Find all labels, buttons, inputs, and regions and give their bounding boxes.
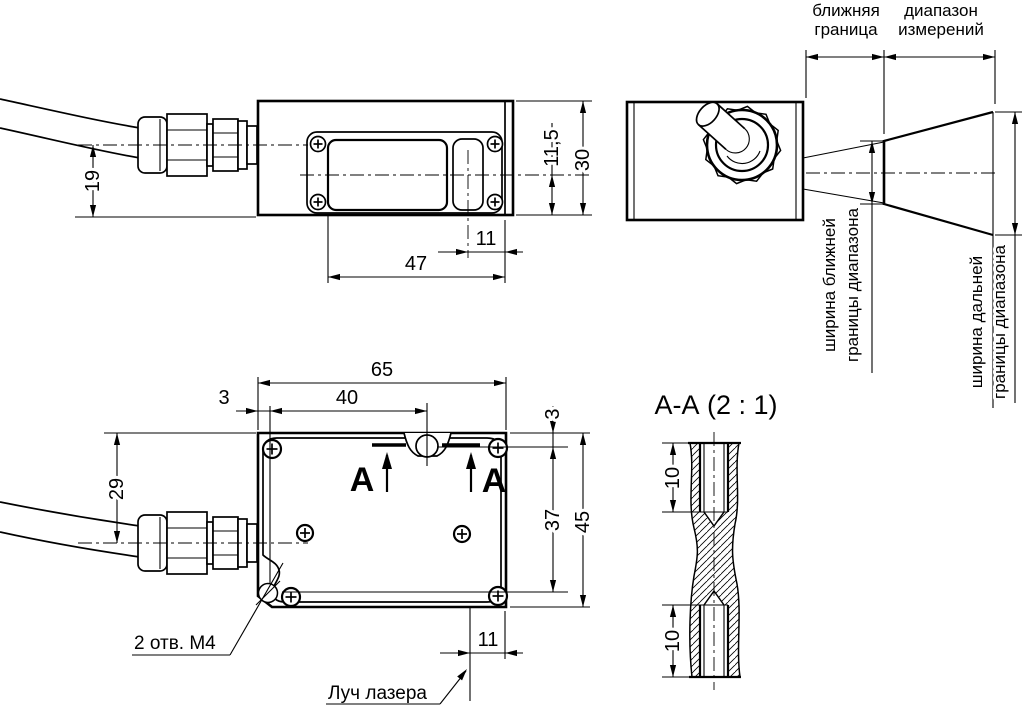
sensor-body-top bbox=[256, 431, 508, 609]
section-letter-right: А bbox=[482, 462, 507, 500]
laser-note-text: Луч лазера bbox=[328, 683, 427, 704]
label-near-width-1: ширина ближней bbox=[820, 218, 839, 352]
dim-10-bottom: 10 bbox=[659, 604, 700, 678]
dim-text-47: 47 bbox=[405, 253, 427, 275]
dim-text-19: 19 bbox=[82, 170, 104, 192]
dim-30: 30 bbox=[516, 100, 597, 216]
dim-19: 19 bbox=[75, 145, 256, 218]
dim-3-top-and-37: 3 37 bbox=[282, 405, 568, 593]
dim-text-3-top: 3 bbox=[542, 408, 564, 419]
section-view: А-А (2 : 1) bbox=[654, 390, 778, 690]
dim-text-45: 45 bbox=[572, 511, 594, 533]
dim-text-65: 65 bbox=[371, 359, 393, 381]
range-view: ближняя граница диапазон измерений ширин… bbox=[625, 1, 1022, 408]
dim-text-10-bottom: 10 bbox=[662, 630, 684, 652]
dim-text-40: 40 bbox=[336, 387, 358, 409]
cable-stub bbox=[695, 101, 750, 154]
dim-text-10-top: 10 bbox=[662, 467, 684, 489]
side-view: 19 11,5 30 47 bbox=[0, 98, 597, 283]
dim-near-width: ширина ближней границы диапазона bbox=[820, 140, 884, 373]
dim-text-30: 30 bbox=[572, 149, 594, 171]
label-near-boundary-2: граница bbox=[814, 20, 878, 39]
label-far-width-1: ширина дальней bbox=[967, 256, 986, 388]
label-far-width-2: границы диапазона bbox=[990, 245, 1009, 399]
holes-note-text: 2 отв. М4 bbox=[134, 633, 216, 654]
plate-screws bbox=[309, 135, 504, 211]
dim-29: 29 bbox=[103, 432, 256, 543]
section-letter-left: А bbox=[350, 461, 375, 499]
section-cut-marks: А А bbox=[350, 443, 507, 500]
dim-11-5: 11,5 bbox=[538, 123, 566, 215]
dim-65: 65 bbox=[257, 359, 507, 430]
dim-text-29: 29 bbox=[106, 478, 128, 500]
top-view: А А 65 3 40 29 bbox=[0, 359, 597, 705]
label-range-2: измерений bbox=[898, 20, 984, 39]
dim-far-width: ширина дальней границы диапазона bbox=[964, 111, 1022, 408]
laser-beam: 11 Луч лазера bbox=[326, 607, 523, 705]
label-range-1: диапазон bbox=[904, 1, 978, 20]
dim-text-11-side: 11 bbox=[476, 228, 497, 250]
dim-text-37: 37 bbox=[542, 509, 564, 531]
dim-45: 45 bbox=[510, 432, 597, 608]
label-near-boundary-1: ближняя bbox=[812, 1, 880, 20]
dim-10-top: 10 bbox=[659, 442, 700, 513]
label-near-width-2: границы диапазона bbox=[843, 208, 862, 362]
dim-text-11-bottom: 11 bbox=[478, 629, 499, 651]
dim-3-left-and-40: 3 40 bbox=[218, 387, 428, 583]
cable-gland-end bbox=[695, 101, 782, 185]
dim-11-side: 11 bbox=[438, 228, 523, 256]
dim-text-11-5: 11,5 bbox=[541, 129, 563, 166]
dim-near-boundary: ближняя граница диапазон измерений bbox=[805, 1, 996, 134]
measuring-range-cone bbox=[802, 110, 998, 237]
dim-text-3-left: 3 bbox=[218, 387, 229, 409]
section-title: А-А (2 : 1) bbox=[654, 390, 777, 420]
cable bbox=[0, 99, 140, 158]
holes-note: 2 отв. М4 bbox=[132, 562, 284, 656]
front-plate bbox=[306, 131, 503, 214]
